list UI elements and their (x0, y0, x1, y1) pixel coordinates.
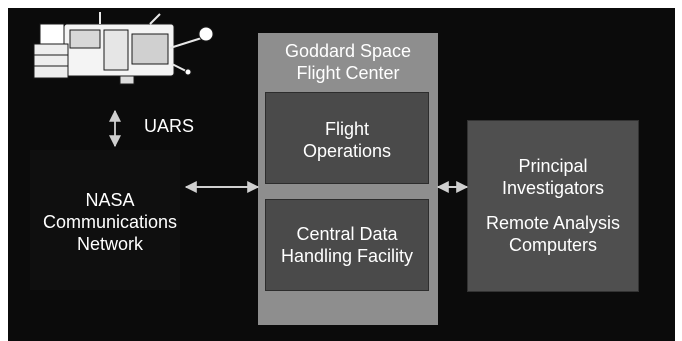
central-data-handling-box (265, 199, 429, 291)
flight-operations-box (265, 92, 429, 184)
flight-operations-label: Flight Operations (302, 119, 392, 161)
remote-analysis-label: Remote Analysis Computers (485, 213, 621, 255)
central-data-handling-label: Central Data Handling Facility (280, 224, 414, 266)
uars-label: UARS (144, 116, 195, 136)
nasa-network-box (30, 150, 180, 290)
goddard-title: Goddard Space Flight Center (284, 41, 412, 83)
principal-investigators-box (467, 120, 639, 292)
principal-investigators-label: Principal Investigators (501, 156, 605, 198)
nasa-network-label: NASA Communications Network (42, 190, 178, 254)
uars-satellite-icon (33, 12, 214, 85)
